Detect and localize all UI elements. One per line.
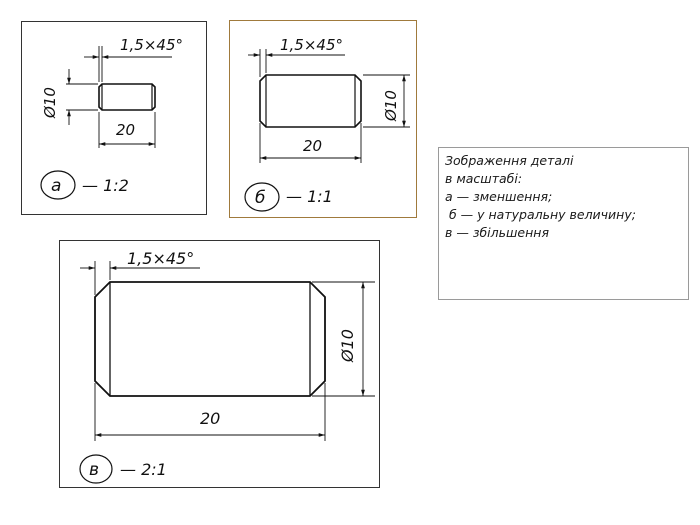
length-label: 20 [200, 409, 220, 428]
scale-label: — 1:2 [82, 176, 129, 195]
scale-label: — 1:1 [286, 187, 333, 206]
panel-c-drawing: 1,5×45° Ø10 20 в — 2:1 [79, 249, 375, 484]
caption-line: Зображення деталі [445, 153, 574, 168]
part-outline [98, 83, 156, 111]
diameter-label: Ø10 [338, 329, 357, 363]
scale-label: — 2:1 [120, 460, 167, 479]
chamfer-label: 1,5×45° [127, 249, 194, 268]
panel-letter: а [51, 176, 61, 196]
caption-line: б — у натуральну величину; [445, 207, 636, 222]
part-outline [259, 74, 362, 128]
letter-circle [79, 454, 113, 484]
panel-letter: в [89, 460, 99, 480]
drawing-panel-b: 1,5×45° Ø10 20 б — 1:1 [229, 20, 417, 218]
panel-b-drawing: 1,5×45° Ø10 20 б — 1:1 [244, 36, 410, 212]
chamfer-label: 1,5×45° [120, 36, 183, 54]
diameter-label: Ø10 [382, 90, 400, 122]
length-label: 20 [116, 121, 135, 139]
chamfer-label: 1,5×45° [280, 36, 343, 54]
letter-circle [40, 170, 76, 200]
length-label: 20 [303, 137, 322, 155]
diameter-label: Ø10 [41, 87, 59, 119]
panel-a-drawing: 1,5×45° Ø10 20 а — 1:2 [40, 36, 183, 200]
letter-circle [244, 182, 280, 212]
caption-box: Зображення деталі в масштабі: а — зменше… [438, 147, 689, 300]
caption-line: в масштабі: [445, 171, 523, 186]
drawing-panel-c: 1,5×45° Ø10 20 в — 2:1 [59, 240, 380, 488]
panel-letter: б [255, 188, 265, 208]
caption-line: а — зменшення; [445, 189, 553, 204]
drawing-panel-a: 1,5×45° Ø10 20 а — 1:2 [21, 21, 207, 215]
caption-line: в — збільшення [445, 225, 549, 240]
part-outline [94, 281, 326, 397]
